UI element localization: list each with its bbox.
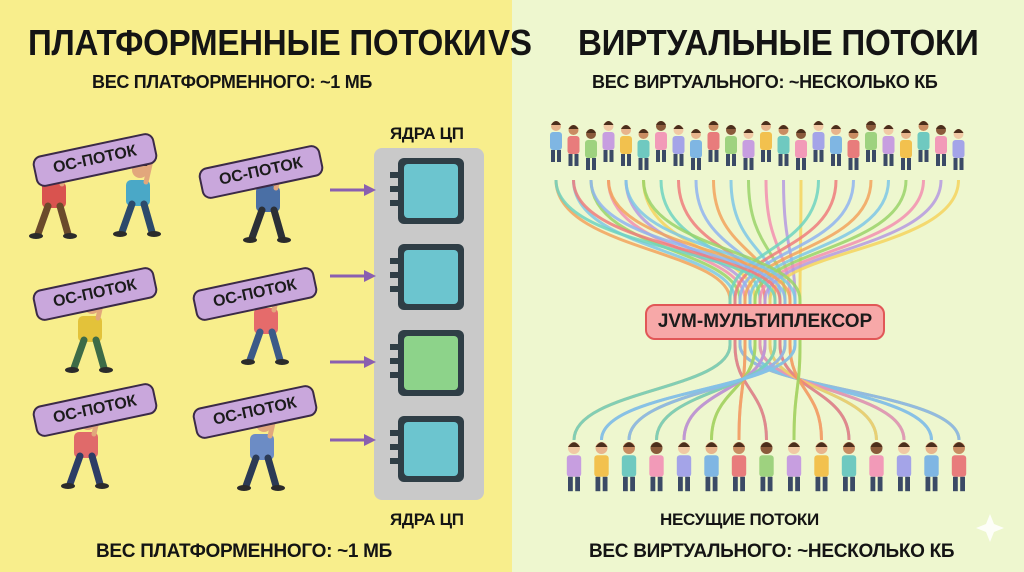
carrier-thread-person [594,442,609,492]
carrier-thread-person [841,442,857,492]
cpu-rack [374,148,484,500]
thread-string [758,179,925,441]
virtual-thread-person [672,125,685,166]
os-thread-pill [192,267,318,321]
cpu-core-icon [390,330,464,396]
virtual-thread-person [900,129,912,170]
virtual-thread-person [707,121,720,162]
thread-string [733,179,838,441]
virtual-thread-person [620,125,632,166]
thread-strings [554,179,961,441]
cpu-label-top: ЯДРА ЦП [390,124,464,143]
virtual-thread-person [777,125,790,166]
os-thread-pill [32,383,158,437]
virtual-thread-person [917,121,930,162]
arrow-icon [330,270,376,282]
cpu-core-icon [390,416,464,482]
virtual-thread-person [655,121,667,162]
virtual-thread-person [847,129,860,170]
carrier-thread-person [676,442,692,492]
virtual-thread-person [550,121,562,162]
carrier-thread-person [731,442,747,492]
carrier-thread-person [786,442,802,492]
virtual-thread-person [760,121,772,162]
carrier-thread-person [566,442,582,492]
virtual-thread-person [585,129,597,170]
thread-string [737,179,873,441]
virtual-thread-person [567,125,580,166]
virtual-thread-person [830,125,842,166]
os-thread-pill [192,385,318,439]
cpu-cores [374,148,484,500]
carrier-thread-person [621,442,637,492]
thread-string [589,179,787,441]
multiplexer-box [645,304,885,340]
thread-string [642,179,802,441]
carrier-thread-person [951,442,967,492]
left-footer: ВЕС ПЛАТФОРМЕННОГО: ~1 МБ [96,541,393,562]
virtual-thread-person [935,125,947,166]
cpu-core-icon [390,158,464,224]
virtual-thread-person [795,129,807,170]
sparkle-icon [976,514,1004,542]
virtual-thread-person [725,125,737,166]
virtual-thread-crowd [550,121,965,170]
arrow-icon [330,184,376,196]
vs-label: VS [488,22,532,63]
carrier-thread-person [759,442,774,492]
virtual-thread-person [882,125,895,166]
thread-string [572,179,851,441]
arrows [330,184,376,446]
virtual-thread-person [952,129,965,170]
thread-string [572,179,820,441]
virtual-thread-person [812,121,825,162]
cpu-core-icon [390,244,464,310]
carrier-thread-people [566,442,967,492]
carrier-thread-person [649,442,664,492]
cpu-label-bottom: ЯДРА ЦП [390,510,464,529]
virtual-thread-person [742,129,755,170]
multiplexer-label: JVM-МУЛЬТИПЛЕКСОР [657,311,873,332]
thread-string [768,179,960,441]
carrier-thread-person [924,442,939,492]
arrow-icon [330,356,376,368]
os-thread-pill [32,267,158,321]
os-thread-pill [32,133,158,187]
virtual-thread-person [865,121,877,162]
worker-figure [113,153,161,237]
arrow-icon [330,434,376,446]
os-thread-pill [198,145,324,199]
carrier-thread-person [814,442,829,492]
thread-string [738,179,961,441]
thread-string [554,179,777,441]
virtual-thread-person [602,121,615,162]
os-thread-carriers [29,133,324,491]
virtual-thread-person [637,129,650,170]
carrier-thread-person [896,442,912,492]
carrier-thread-person [869,442,884,492]
virtual-thread-person [690,129,702,170]
left-subtitle: ВЕС ПЛАТФОРМЕННОГО: ~1 МБ [92,72,373,92]
thread-string [682,179,943,441]
carrier-label: НЕСУЩИЕ ПОТОКИ [660,510,819,529]
thread-string [710,179,908,441]
right-subtitle: ВЕС ВИРТУАЛЬНОГО: ~НЕСКОЛЬКО КБ [592,72,938,92]
right-footer: ВЕС ВИРТУАЛЬНОГО: ~НЕСКОЛЬКО КБ [589,541,955,562]
right-title: ВИРТУАЛЬНЫЕ ПОТОКИ [578,22,979,63]
left-title: ПЛАТФОРМЕННЫЕ ПОТОКИ [28,22,487,63]
carrier-thread-person [704,442,719,492]
thread-string [607,179,823,441]
